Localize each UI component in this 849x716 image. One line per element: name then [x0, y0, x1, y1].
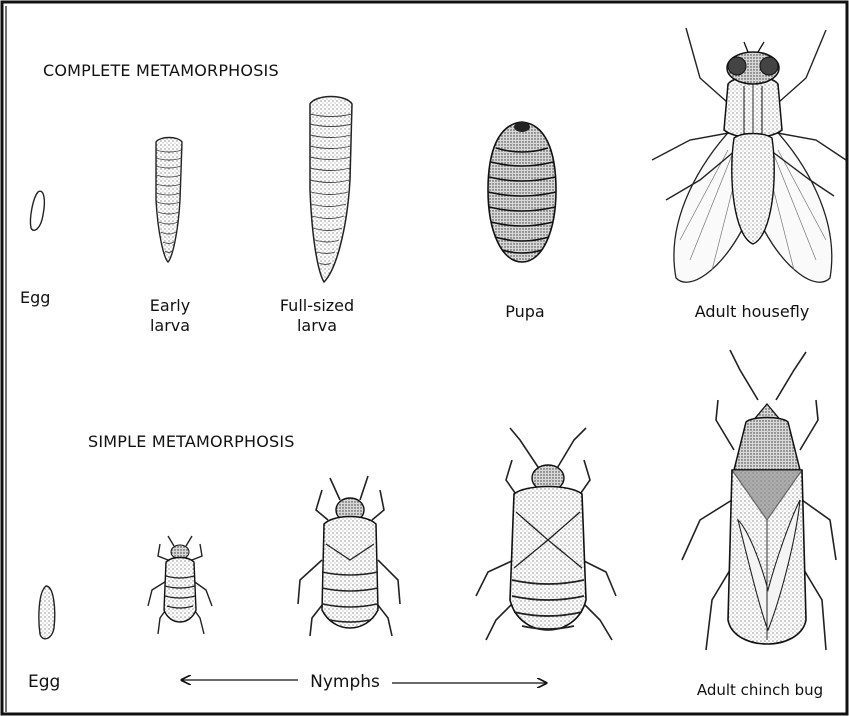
nymph-small-illustration — [148, 536, 212, 634]
stage-label-egg: Egg — [20, 288, 50, 308]
complete-metamorphosis-heading: COMPLETE METAMORPHOSIS — [43, 61, 279, 80]
chinch-bug-egg-illustration — [39, 586, 55, 639]
stage-label-full-sized-larva: Full-sized larva — [280, 296, 354, 336]
stage-label-early-larva-line2: larva — [150, 316, 190, 336]
stage-label-full-sized-larva-line2: larva — [280, 316, 354, 336]
stage-label-early-larva-line1: Early — [150, 296, 190, 316]
stage-label-adult-housefly: Adult housefly — [695, 302, 810, 322]
stage-label-adult-housefly-text: Adult housefly — [695, 302, 810, 321]
simple-metamorphosis-heading: SIMPLE METAMORPHOSIS — [88, 432, 295, 451]
pupa-illustration — [488, 122, 556, 262]
stage-label-egg-text: Egg — [20, 288, 50, 307]
stage-label-early-larva: Early larva — [150, 296, 190, 336]
stage-label-full-sized-larva-line1: Full-sized — [280, 296, 354, 316]
early-larva-illustration — [156, 138, 182, 263]
stage-label-pupa-text: Pupa — [505, 302, 544, 321]
simple-egg-label: Egg — [28, 672, 60, 692]
adult-chinch-bug-illustration — [682, 350, 836, 650]
stage-label-pupa: Pupa — [505, 302, 544, 322]
nymph-large-illustration — [476, 428, 616, 640]
full-sized-larva-illustration — [310, 97, 352, 283]
nymphs-label: Nymphs — [310, 672, 380, 692]
housefly-egg-illustration — [30, 191, 44, 230]
nymph-medium-illustration — [298, 476, 400, 636]
adult-chinch-bug-label: Adult chinch bug — [697, 680, 823, 700]
adult-housefly-illustration — [652, 28, 846, 282]
